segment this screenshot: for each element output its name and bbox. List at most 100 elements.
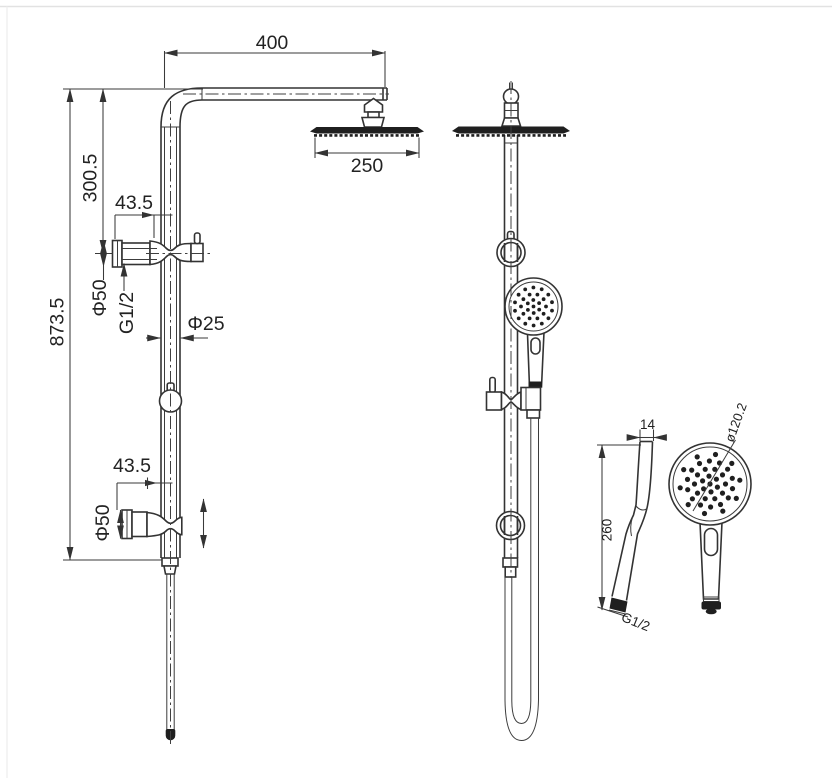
spray-dot — [714, 484, 721, 490]
dim-pipe-dia-label: Φ25 — [187, 313, 224, 335]
spray-dot — [712, 466, 718, 472]
spray-dot — [527, 316, 532, 321]
spray-dot — [708, 504, 714, 510]
wall-bracket-bottom — [121, 509, 183, 540]
spray-dot — [712, 496, 718, 502]
spray-dot — [541, 297, 546, 302]
spray-dot — [550, 300, 554, 305]
ball-joint — [500, 82, 522, 127]
spray-dot — [677, 485, 683, 491]
spray-dot — [525, 301, 530, 306]
spray-dot — [717, 501, 724, 508]
dim-handset-length-label: 260 — [600, 519, 615, 542]
spray-dot — [546, 292, 551, 297]
shower-hose-loop — [504, 418, 539, 742]
spray-dot — [729, 486, 736, 492]
spray-dot — [701, 510, 708, 517]
bracket-arm-cap — [190, 242, 204, 263]
elbow-inner-curve — [179, 99, 203, 128]
spray-dot — [513, 308, 517, 313]
spray-dots-face — [677, 451, 743, 517]
spray-dot — [706, 473, 712, 479]
spray-dot — [531, 285, 536, 290]
spray-dot — [521, 297, 526, 302]
spray-dot — [708, 489, 714, 495]
dia-leader-line — [692, 439, 736, 512]
spray-dot — [725, 495, 731, 501]
rain-head-connector — [360, 97, 386, 128]
dim-handset-thread-label: G1/2 — [619, 609, 652, 634]
spray-dot — [681, 467, 687, 473]
handset-face-detail: ø120.2 — [668, 401, 752, 615]
dim-top-thread-label: G1/2 — [116, 292, 138, 334]
spray-dot — [722, 481, 729, 487]
dim-bottom-offset-arrow — [145, 479, 157, 487]
riser-pipe — [160, 127, 181, 558]
dim-top-offset-arrow — [142, 211, 154, 219]
spray-dot — [685, 487, 691, 493]
spray-dot — [691, 481, 698, 487]
dim-head-thickness: 14 — [626, 417, 667, 441]
handset-profile — [608, 440, 654, 615]
spray-dot — [701, 486, 707, 492]
spray-dot — [537, 307, 542, 312]
spray-dot — [541, 311, 546, 316]
slider-pin — [488, 376, 496, 394]
spray-dot — [702, 496, 708, 502]
spray-dot — [535, 316, 540, 321]
dim-top-offset-label: 43.5 — [115, 192, 153, 214]
hanger-ring-bottom — [495, 510, 526, 541]
spray-dot — [689, 496, 696, 502]
dim-head-dia-label: ø120.2 — [722, 401, 750, 444]
dim-head-width-label: 250 — [351, 155, 384, 177]
spray-dot — [535, 292, 540, 297]
spray-dot — [689, 467, 695, 473]
dim-total-height-label: 873.5 — [47, 297, 69, 346]
spray-dot — [546, 316, 551, 321]
dim-bottom-offset-label: 43.5 — [113, 455, 151, 477]
front-dimensions: 400 250 873.5 300.5 43.5 Φ50 G1/2 Φ25 — [47, 32, 420, 561]
spray-dot — [697, 502, 704, 508]
spray-dot — [523, 287, 528, 292]
spray-dot — [531, 323, 536, 328]
spray-dot — [516, 292, 521, 297]
spray-dot — [516, 316, 521, 321]
mode-button-side — [530, 337, 541, 355]
spray-dot — [700, 478, 706, 484]
spray-dot — [550, 308, 554, 313]
spray-dot — [539, 287, 544, 292]
spray-dot — [537, 301, 541, 305]
spray-dots-side — [513, 285, 554, 328]
handset-side-detail: 14 260 G1/2 — [597, 417, 667, 634]
spray-dot — [719, 472, 726, 478]
spray-dot — [531, 311, 536, 315]
spray-dot — [531, 298, 536, 302]
bracket-pin — [193, 232, 201, 245]
dim-top-flange-label: Φ50 — [89, 279, 111, 316]
spray-dot — [729, 475, 735, 481]
dim-handset-length: 260 — [597, 444, 641, 618]
spray-dot — [729, 460, 735, 466]
mode-button-face — [703, 527, 719, 557]
spray-dot — [694, 454, 700, 460]
spray-dot — [527, 292, 532, 297]
spray-dot — [513, 300, 517, 305]
hand-shower-side — [504, 277, 563, 388]
spray-dot — [694, 490, 701, 496]
spray-dot — [519, 304, 523, 309]
handset-inlet-seal — [609, 597, 628, 613]
spray-dot — [737, 477, 743, 483]
dim-head-thickness-label: 14 — [640, 417, 656, 432]
spray-dot — [544, 304, 548, 309]
spray-dot — [706, 458, 713, 464]
spray-dot — [521, 311, 526, 316]
spray-dot — [719, 490, 726, 496]
spray-dot — [531, 304, 536, 309]
dim-bottom-flange-label: Φ50 — [92, 504, 114, 541]
dim-drop-label: 300.5 — [80, 153, 102, 202]
spray-dot — [685, 502, 691, 508]
spray-dot — [712, 451, 719, 458]
spray-dot — [725, 466, 731, 472]
